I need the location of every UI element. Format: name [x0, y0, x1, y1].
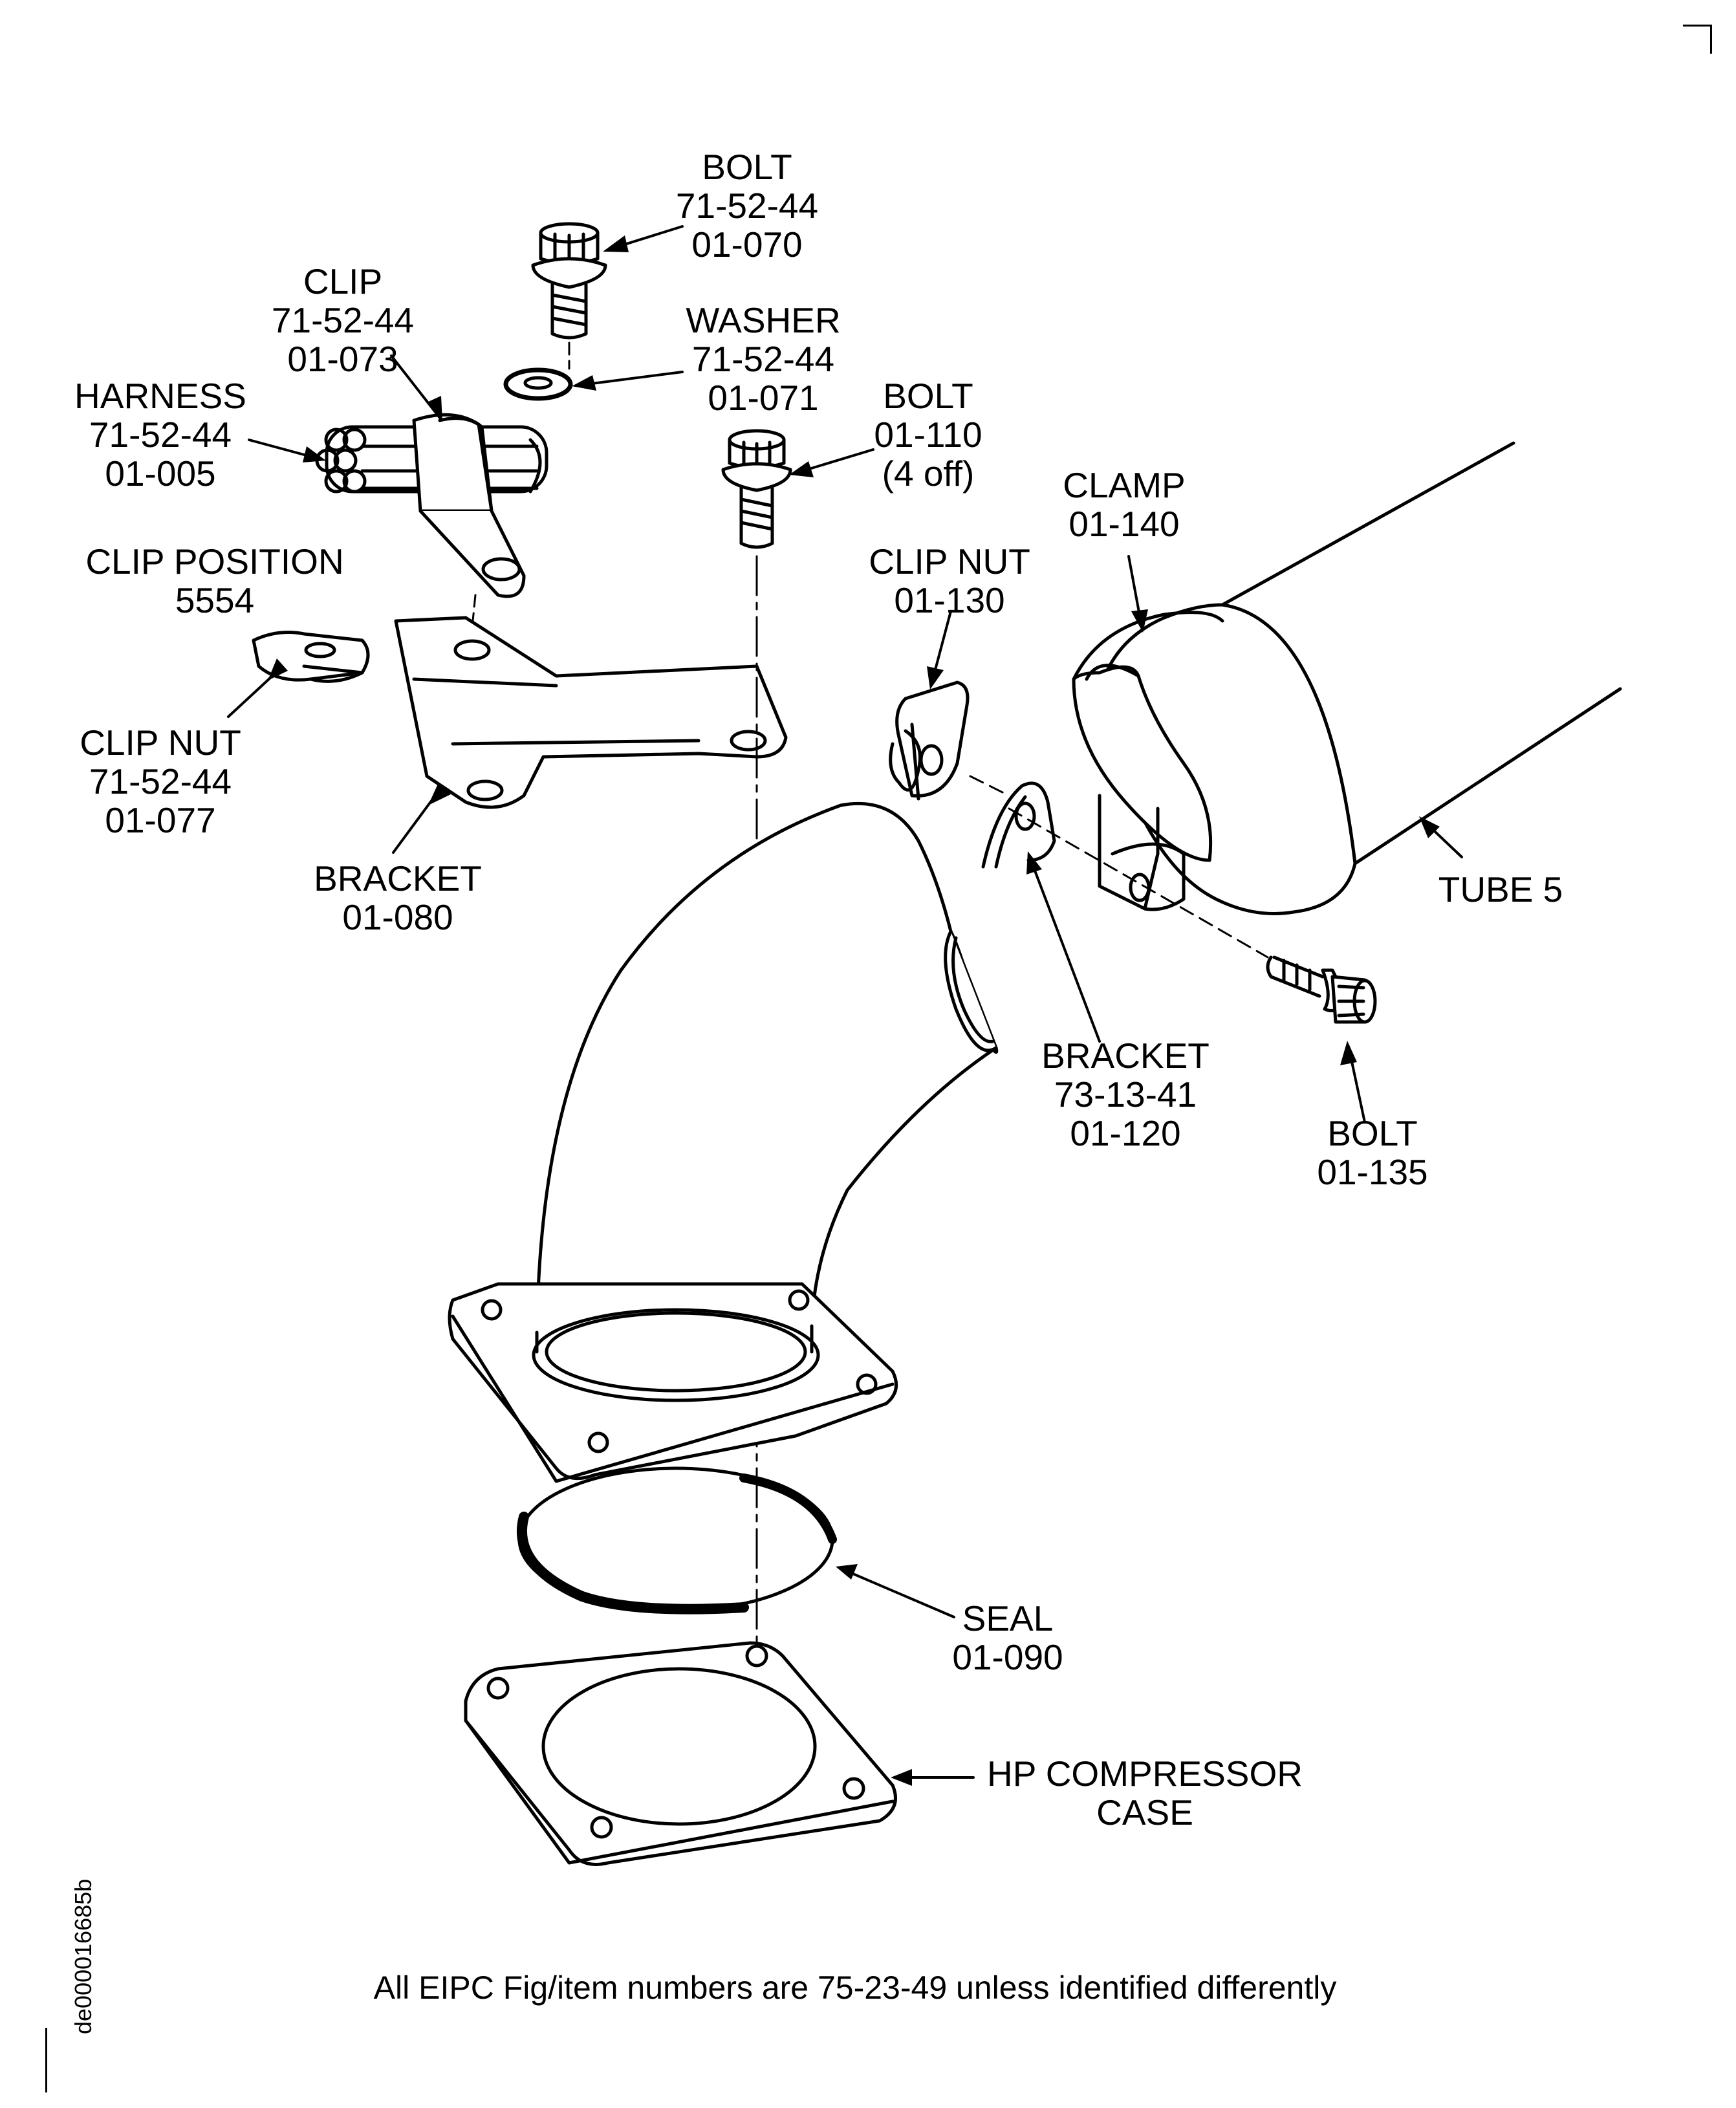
leader-bracket-120 — [1028, 856, 1101, 1043]
callout-bolt-135: BOLT 01-135 — [1317, 1113, 1428, 1192]
callout-bolt-110: BOLT 01-110 (4 off) — [874, 376, 982, 494]
callout-clip: CLIP 71-52-44 01-073 — [271, 261, 415, 379]
corner-mark — [1683, 25, 1712, 54]
leader-bracket-080 — [392, 799, 433, 854]
callout-clamp: CLAMP 01-140 — [1063, 465, 1186, 544]
callout-seal: SEAL 01-090 — [952, 1598, 1063, 1677]
callout-harness: HARNESS 71-52-44 01-005 — [74, 376, 246, 494]
bolt-110-part — [721, 429, 792, 549]
clip-nut-130-part — [889, 680, 970, 801]
callout-tube: TUBE 5 — [1438, 869, 1563, 909]
hp-compressor-case-part — [464, 1641, 897, 1866]
bolt-135-axis — [1008, 807, 1269, 959]
bolt-135-part — [1266, 955, 1377, 1024]
leader-washer — [576, 371, 684, 387]
callout-hp-compressor-case: HP COMPRESSOR CASE — [987, 1754, 1303, 1832]
seal-part — [516, 1466, 837, 1614]
callout-clip-position: CLIP POSITION 5554 — [85, 541, 344, 620]
flange-part — [448, 1282, 898, 1483]
callout-washer: WASHER 71-52-44 01-071 — [686, 300, 841, 418]
clip-part — [412, 413, 526, 598]
bracket-120-part — [981, 781, 1056, 869]
callout-clip-nut-130: CLIP NUT 01-130 — [869, 541, 1030, 620]
callout-bolt-070: BOLT 71-52-44 01-070 — [675, 147, 819, 265]
callout-bracket-120: BRACKET 73-13-41 01-120 — [1041, 1036, 1210, 1153]
leader-arrowheads — [268, 235, 1440, 1786]
callout-bracket-080: BRACKET 01-080 — [314, 858, 482, 937]
bracket-080-part — [394, 616, 788, 809]
leader-clip-nut-077 — [227, 675, 273, 718]
clip-nut-axis — [969, 775, 1010, 797]
callout-clip-nut-077: CLIP NUT 71-52-44 01-077 — [80, 723, 241, 840]
drawing-id: de000016685b — [70, 1878, 96, 2034]
clamp-part — [1072, 603, 1357, 915]
corner-mark-bottom-left — [45, 2028, 58, 2092]
bolt-070-part — [531, 222, 607, 340]
elbow-tube-part — [535, 801, 999, 1354]
leader-seal — [840, 1567, 955, 1618]
footnote: All EIPC Fig/item numbers are 75-23-49 u… — [373, 1970, 1337, 2006]
washer-part — [503, 367, 573, 401]
